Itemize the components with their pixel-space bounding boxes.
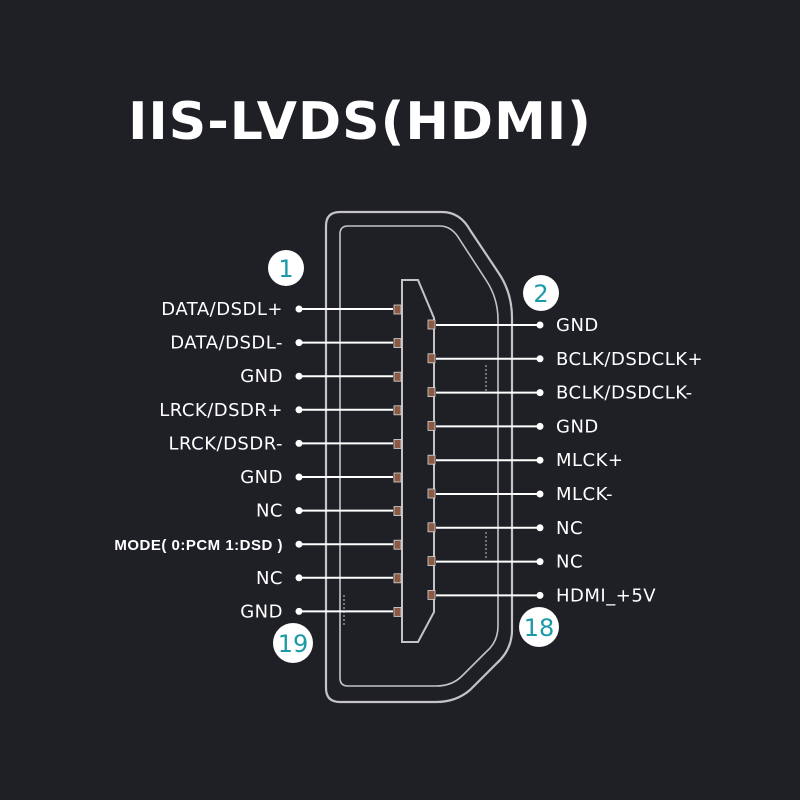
diagram-title: IIS-LVDS(HDMI) <box>128 92 592 152</box>
pin-pad <box>393 539 402 550</box>
left-pin-row: GND <box>240 366 402 387</box>
pin-pad <box>393 506 402 517</box>
pin-dot <box>536 591 544 599</box>
pin-pad <box>393 405 402 416</box>
left-pin-row: GND <box>240 467 402 488</box>
right-pin-row: NC <box>427 552 583 573</box>
left-pin-row: MODE( 0:PCM 1:DSD ) <box>114 537 402 554</box>
pin-pad <box>427 522 436 533</box>
pin-marker-circle <box>268 250 304 286</box>
pin-label: GND <box>556 315 599 336</box>
pin-pad <box>427 353 436 364</box>
right-pin-row: GND <box>427 416 599 437</box>
right-pin-row: HDMI_+5V <box>427 585 656 606</box>
pin-pad <box>427 556 436 566</box>
pin-marker-1: 1 <box>268 250 304 286</box>
left-pin-row: GND <box>240 601 402 622</box>
pin-dot <box>536 389 544 397</box>
pin-dot <box>536 524 544 532</box>
right-pin-row: BCLK/DSDCLK+ <box>427 349 703 370</box>
pin-dot <box>536 422 544 430</box>
pin-label: NC <box>256 568 283 589</box>
pin-pad <box>393 304 402 315</box>
pin-label: GND <box>240 601 283 622</box>
connector-tongue <box>401 279 435 643</box>
left-pin-row: DATA/DSDL+ <box>161 299 402 320</box>
pin-dot <box>536 558 544 566</box>
pin-marker-number: 2 <box>533 280 548 308</box>
pin-label: NC <box>256 501 283 522</box>
pin-dot <box>536 456 544 464</box>
pin-marker-number: 18 <box>524 614 555 642</box>
pin-marker-18: 18 <box>519 607 559 647</box>
pin-label: MODE( 0:PCM 1:DSD ) <box>114 537 283 554</box>
pin-marker-circle <box>519 607 559 647</box>
pin-marker-2: 2 <box>523 275 559 311</box>
pin-label: DATA/DSDL- <box>170 333 283 354</box>
pin-label: DATA/DSDL+ <box>161 299 283 320</box>
pin-pad <box>393 472 402 483</box>
pin-pad <box>427 590 436 600</box>
pin-pad <box>393 438 402 449</box>
pin-pad <box>393 338 402 349</box>
pin-label: LRCK/DSDR- <box>169 433 284 454</box>
connector-inner-outline <box>339 225 499 687</box>
right-pin-group: GND BCLK/DSDCLK+ BCLK/DSDCLK- GND MLCK+ MLCK-… <box>427 315 703 606</box>
pin-pad <box>393 371 402 382</box>
pin-marker-circle <box>273 623 313 663</box>
pin-marker-circle <box>523 275 559 311</box>
right-pin-row: GND <box>427 315 599 336</box>
pin-marker-number: 19 <box>278 630 309 658</box>
right-pin-row: MLCK- <box>427 484 613 505</box>
pin-label: LRCK/DSDR+ <box>159 400 283 421</box>
pin-label: BCLK/DSDCLK- <box>556 383 693 404</box>
pin-marker-19: 19 <box>273 623 313 663</box>
right-pin-row: NC <box>427 518 583 539</box>
pin-pad <box>427 319 436 330</box>
pin-label: MLCK+ <box>556 450 624 471</box>
left-pin-row: DATA/DSDL- <box>170 333 402 354</box>
pin-dot <box>536 355 544 363</box>
pin-label: BCLK/DSDCLK+ <box>556 349 703 370</box>
pin-label: GND <box>240 467 283 488</box>
pin-dot <box>536 490 544 498</box>
left-pin-row: LRCK/DSDR- <box>169 433 402 454</box>
left-pin-group: DATA/DSDL+ DATA/DSDL- GND LRCK/DSDR+ LRCK/DS… <box>114 299 402 622</box>
right-pin-row: BCLK/DSDCLK- <box>427 383 693 404</box>
pin-pad <box>393 607 402 617</box>
pin-pad <box>427 420 436 431</box>
pin-label: HDMI_+5V <box>556 585 656 606</box>
left-pin-row: LRCK/DSDR+ <box>159 400 402 421</box>
pin-pad <box>393 573 402 584</box>
connector-outer-outline <box>324 210 514 704</box>
pin-marker-number: 1 <box>278 255 293 283</box>
pin-label: NC <box>556 518 583 539</box>
pin-pad <box>427 454 436 465</box>
pin-dot <box>536 321 544 329</box>
pin-label: MLCK- <box>556 484 613 505</box>
pin-pad <box>427 387 436 398</box>
left-pin-row: NC <box>256 568 402 589</box>
pin-label: NC <box>556 552 583 573</box>
pin-label: GND <box>240 366 283 387</box>
pin-label: GND <box>556 416 599 437</box>
left-pin-row: NC <box>256 501 402 522</box>
pin-pad <box>427 488 436 499</box>
right-pin-row: MLCK+ <box>427 450 624 471</box>
